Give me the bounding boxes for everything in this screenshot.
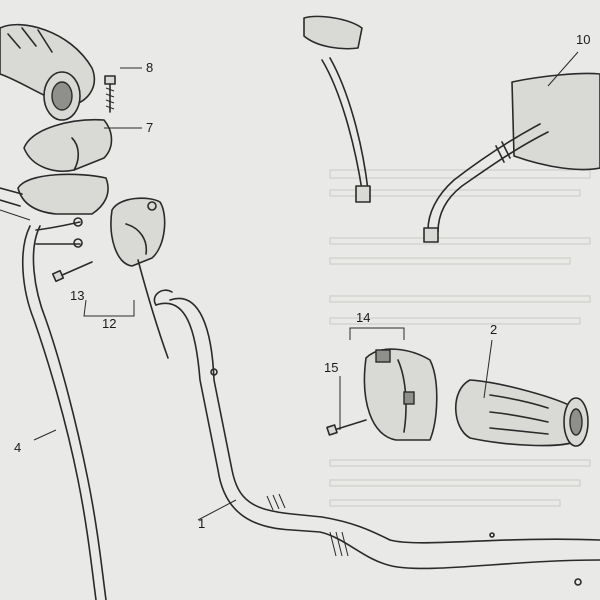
callout-8: 8 bbox=[146, 60, 153, 75]
callout-10: 10 bbox=[576, 32, 590, 47]
callout-7: 7 bbox=[146, 120, 153, 135]
callout-4: 4 bbox=[14, 440, 21, 455]
throttle-cables bbox=[21, 217, 169, 600]
housing-screw bbox=[51, 261, 93, 283]
callout-15: 15 bbox=[324, 360, 338, 375]
left-mirror bbox=[303, 15, 371, 203]
callout-2: 2 bbox=[490, 322, 497, 337]
right-mirror bbox=[423, 72, 600, 243]
callout-1: 1 bbox=[198, 516, 205, 531]
callout-14: 14 bbox=[356, 310, 370, 325]
right-switch-housing bbox=[363, 348, 438, 441]
clamp-screw bbox=[104, 75, 116, 113]
throttle-housing-switch bbox=[110, 197, 166, 267]
switch-screw bbox=[326, 419, 367, 436]
leader-lines bbox=[0, 51, 579, 521]
bleed-through-text bbox=[329, 169, 591, 507]
callout-13: 13 bbox=[70, 288, 84, 303]
right-grip bbox=[454, 379, 589, 447]
throttle-housing bbox=[0, 118, 113, 215]
left-grip bbox=[0, 23, 95, 121]
handlebar bbox=[153, 289, 600, 586]
callout-12: 12 bbox=[102, 316, 116, 331]
